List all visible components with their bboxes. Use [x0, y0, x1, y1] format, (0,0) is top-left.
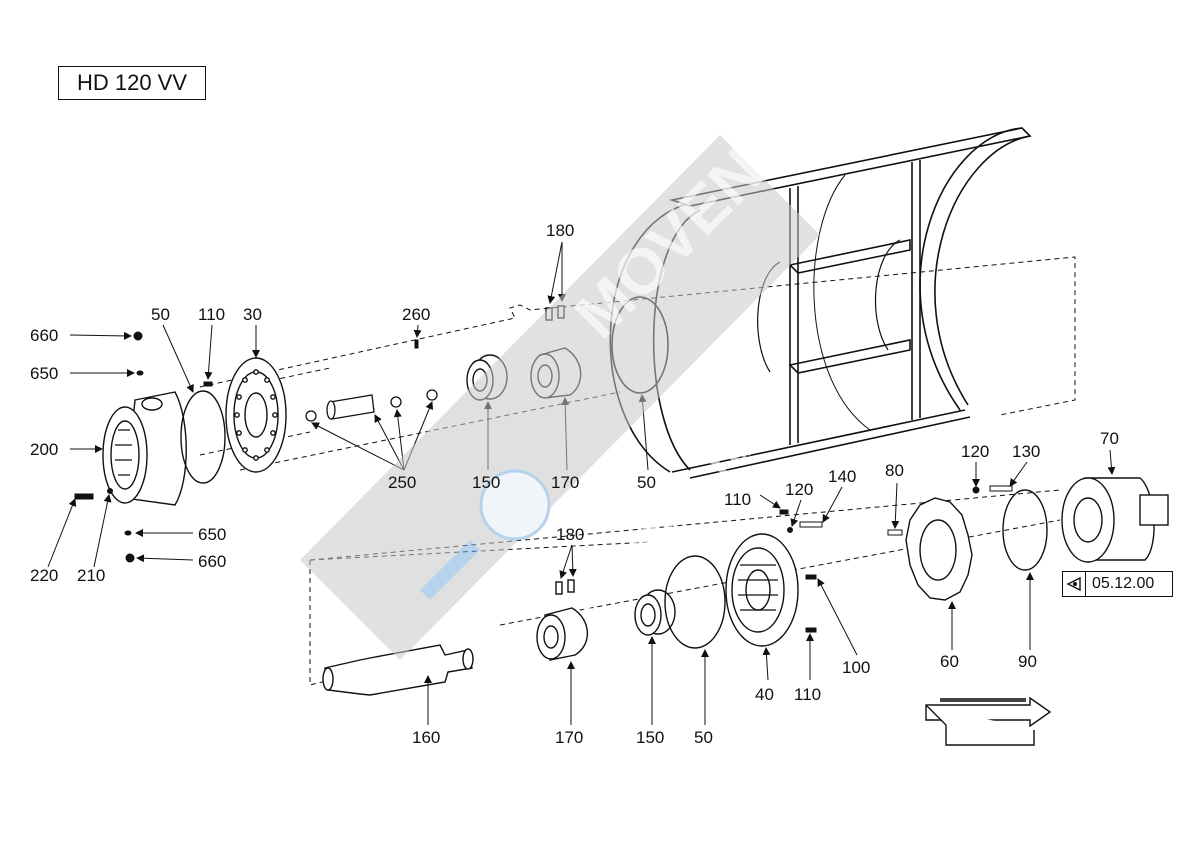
callout-19: 50: [694, 728, 713, 747]
model-title: HD 120 VV: [58, 66, 206, 100]
reference-code-box: 05.12.00: [1062, 571, 1173, 597]
callout-25: 110: [794, 685, 821, 704]
callout-20: 160: [412, 728, 440, 747]
callout-3: 220: [30, 566, 58, 585]
callout-24: 40: [755, 685, 774, 704]
watermark-band: [300, 135, 820, 660]
callout-17: 170: [555, 728, 583, 747]
callout-27: 80: [885, 461, 904, 480]
callout-32: 70: [1100, 429, 1119, 448]
o-ring-90: [1002, 489, 1048, 571]
callout-16: 180: [556, 525, 584, 544]
callout-30: 130: [1012, 442, 1040, 461]
callout-12: 150: [472, 473, 500, 492]
callout-23: 140: [828, 467, 856, 486]
direction-arrow-sign: [925, 696, 1052, 746]
callout-26: 100: [842, 658, 870, 677]
callout-10: 260: [402, 305, 430, 324]
callout-7: 50: [151, 305, 170, 324]
callout-4: 210: [77, 566, 105, 585]
callout-22: 120: [785, 480, 813, 499]
reference-code: 05.12.00: [1092, 575, 1155, 592]
flange-30: [225, 357, 287, 473]
callout-0: 660: [30, 326, 58, 345]
callout-15: 50: [637, 473, 656, 492]
callout-31: 90: [1018, 652, 1037, 671]
motor-flange-40: [725, 533, 799, 647]
callout-6: 660: [198, 552, 226, 571]
callout-11: 250: [388, 473, 416, 492]
view-direction-icon: [1063, 572, 1086, 596]
callout-13: 170: [551, 473, 579, 492]
hydraulic-motor-70: [1061, 477, 1169, 563]
fasteners: [74, 331, 1013, 633]
sprocket-60: [905, 497, 973, 601]
o-ring-50-left: [180, 390, 226, 484]
callout-21: 110: [724, 490, 751, 509]
hub-housing: [102, 391, 187, 506]
callout-29: 120: [961, 442, 989, 461]
o-ring-50-bottom: [664, 555, 726, 649]
callout-8: 110: [198, 305, 225, 324]
callout-28: 60: [940, 652, 959, 671]
callout-14: 180: [546, 221, 574, 240]
callout-18: 150: [636, 728, 664, 747]
callout-2: 200: [30, 440, 58, 459]
callout-9: 30: [243, 305, 262, 324]
callout-5: 650: [198, 525, 226, 544]
shaft-160: [322, 644, 474, 696]
callout-1: 650: [30, 364, 58, 383]
coupling-170-bottom: [536, 579, 589, 661]
callout-labels: 660 650 200 220 210 650 660 50 110 30 26…: [30, 221, 1119, 747]
shaft-250: [305, 389, 438, 422]
bearing-150-bottom: [634, 589, 676, 636]
